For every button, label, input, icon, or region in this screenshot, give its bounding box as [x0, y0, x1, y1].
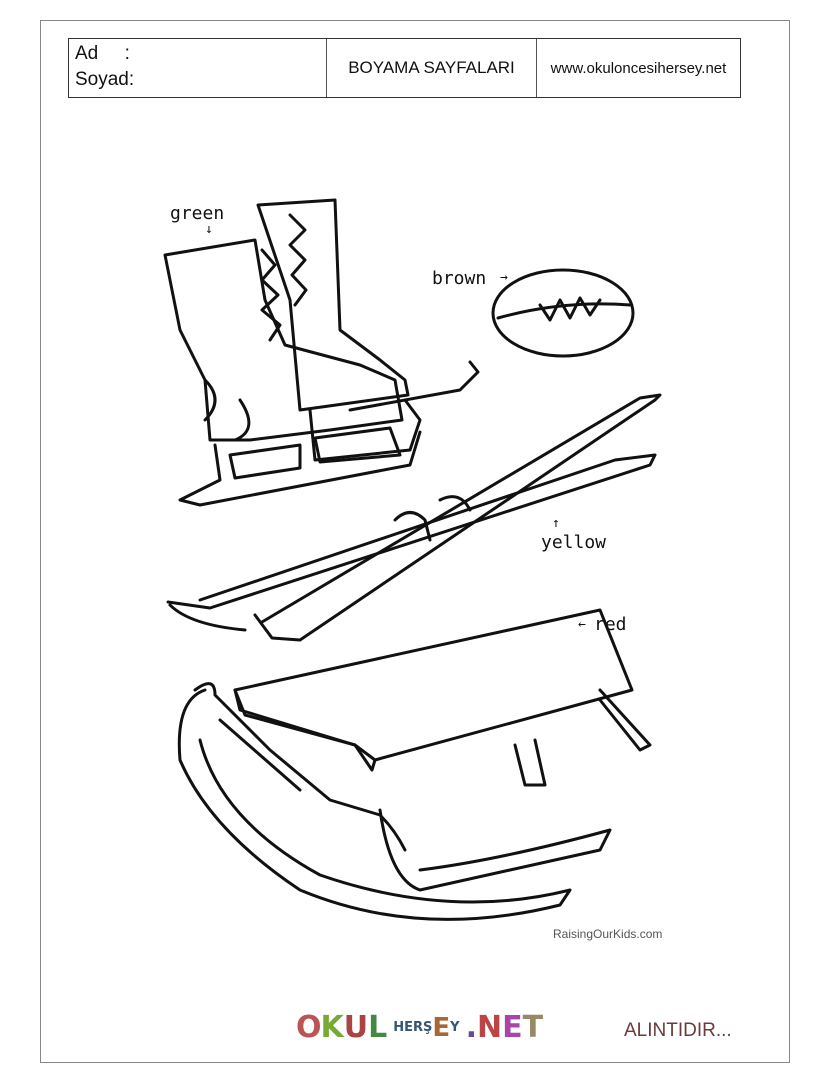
title-cell: BOYAMA SAYFALARI [327, 39, 537, 97]
sled-drawing [177, 608, 652, 921]
arrow-left-icon: ← [578, 617, 586, 632]
arrow-down-icon: ↓ [205, 222, 213, 237]
label-yellow: yellow [541, 532, 607, 553]
label-brown: brown [432, 268, 487, 289]
arrow-right-icon: → [500, 270, 508, 285]
name-cell: Ad : Soyad: [69, 39, 327, 97]
surname-label: Soyad: [75, 69, 135, 90]
website-cell: www.okuloncesihersey.net [550, 59, 727, 77]
football-drawing [491, 268, 635, 358]
ice-skates-drawing [163, 198, 480, 507]
image-credit: RaisingOurKids.com [553, 927, 663, 941]
arrow-up-icon: ↑ [552, 516, 560, 531]
name-label: Ad : [75, 43, 130, 64]
label-green: green [170, 203, 225, 224]
header-table: Ad : Soyad: BOYAMA SAYFALARI www.okulonc… [68, 38, 741, 98]
footer-note: ALINTIDIR... [624, 1020, 732, 1041]
label-red: red [594, 614, 627, 635]
skis-drawing [166, 393, 662, 642]
page-border [40, 20, 790, 1063]
